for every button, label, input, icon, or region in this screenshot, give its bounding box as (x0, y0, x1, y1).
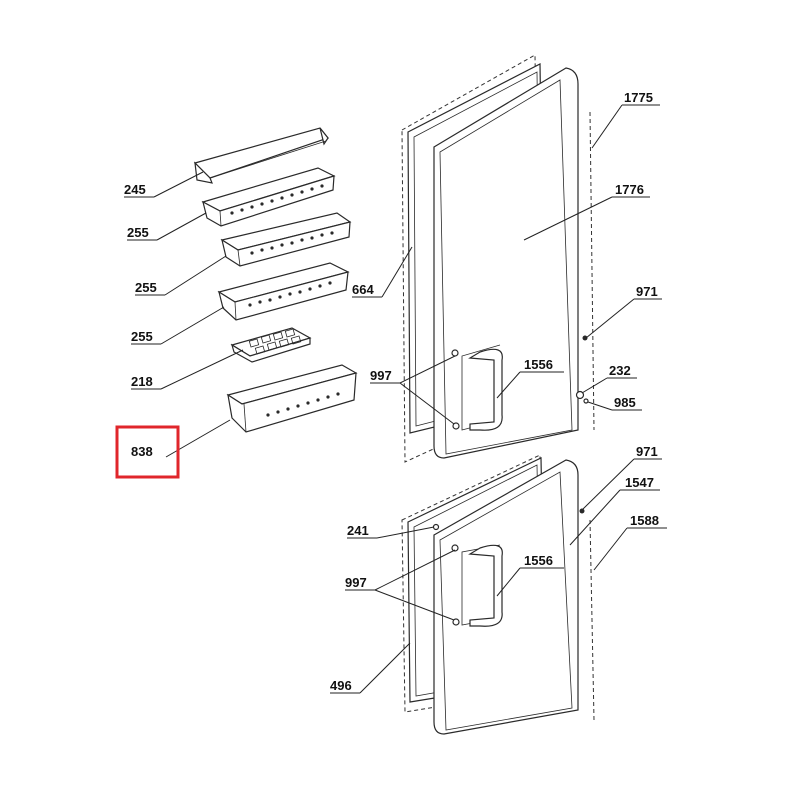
part-245-shelf-cover (193, 127, 330, 184)
callout-997-upper[interactable]: 997 (370, 368, 392, 383)
callout-218[interactable]: 218 (131, 374, 153, 389)
callout-838[interactable]: 838 (131, 444, 153, 459)
callout-1588[interactable]: 1588 (630, 513, 659, 528)
callout-255-middle[interactable]: 255 (135, 280, 157, 295)
leader-lines (124, 104, 667, 694)
callout-1556-lower[interactable]: 1556 (524, 553, 553, 568)
callout-1556-upper[interactable]: 1556 (524, 357, 553, 372)
callout-245[interactable]: 245 (124, 182, 146, 197)
upper-door-assembly (401, 54, 595, 463)
callout-985[interactable]: 985 (614, 395, 636, 410)
callout-1547[interactable]: 1547 (625, 475, 654, 490)
callout-971-lower[interactable]: 971 (636, 444, 658, 459)
callout-255-top[interactable]: 255 (127, 225, 149, 240)
callout-255-bottom[interactable]: 255 (131, 329, 153, 344)
part-255-shelf-top (201, 167, 336, 227)
callout-232[interactable]: 232 (609, 363, 631, 378)
callout-496[interactable]: 496 (330, 678, 352, 693)
callout-1776[interactable]: 1776 (615, 182, 644, 197)
part-255-shelf-middle (220, 212, 352, 267)
part-218-egg-tray (230, 327, 312, 363)
part-255-shelf-bottom (217, 262, 350, 321)
callout-1775[interactable]: 1775 (624, 90, 653, 105)
callout-241[interactable]: 241 (347, 523, 369, 538)
lower-door-assembly (401, 454, 595, 735)
callout-971-upper[interactable]: 971 (636, 284, 658, 299)
selected-part-highlight (115, 425, 180, 479)
callout-997-lower[interactable]: 997 (345, 575, 367, 590)
part-838-bottle-shelf (226, 364, 358, 433)
callout-664[interactable]: 664 (352, 282, 374, 297)
